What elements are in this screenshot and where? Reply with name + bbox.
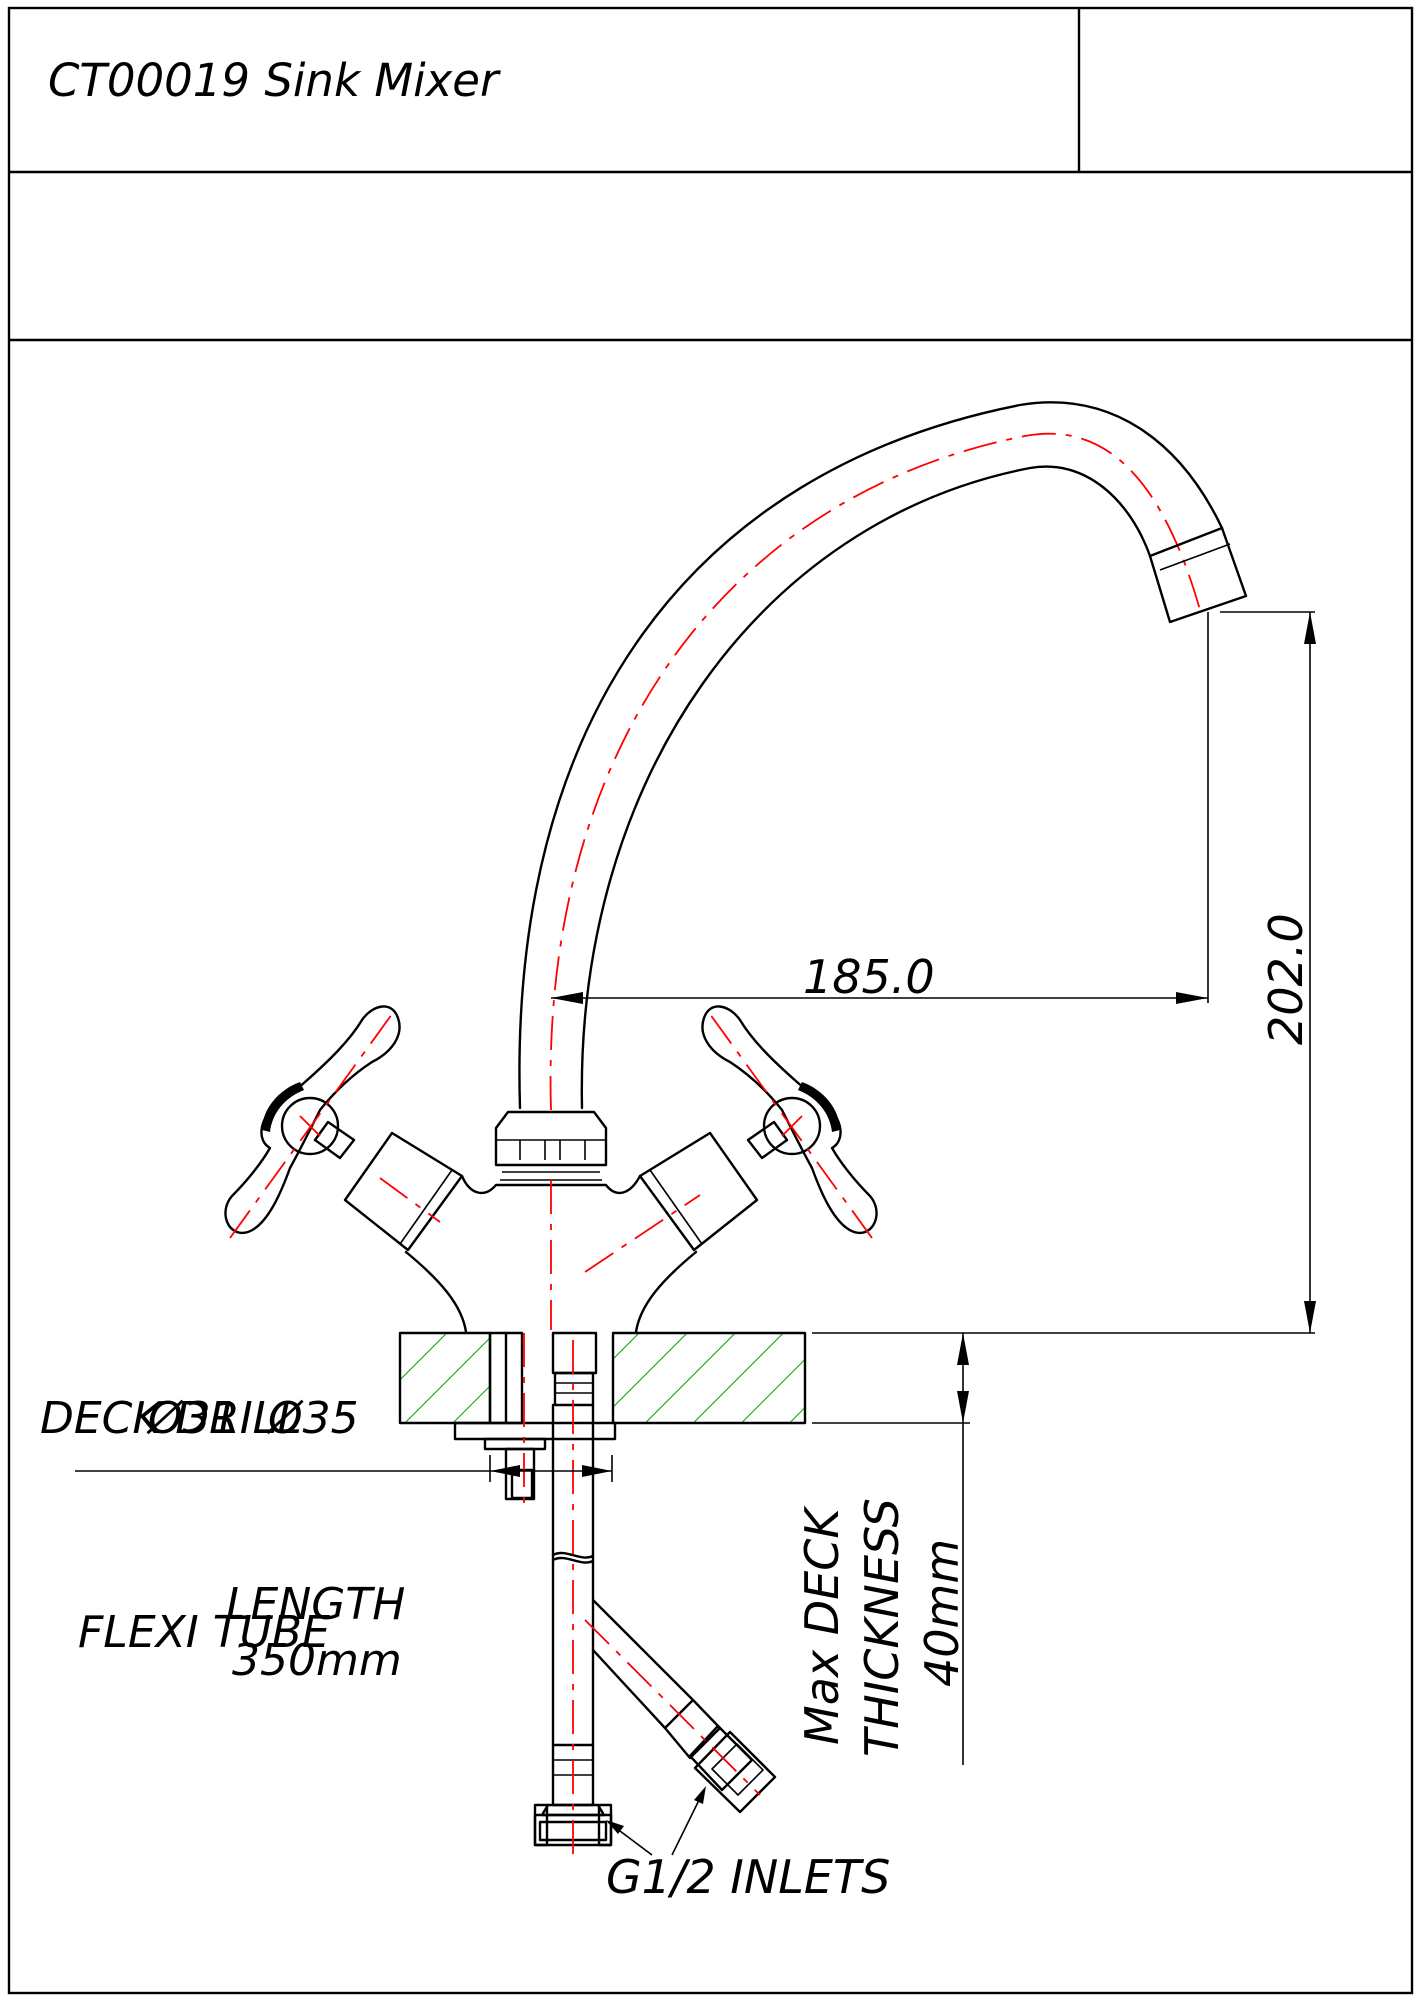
dimension-deck-thickness bbox=[812, 1333, 970, 1765]
length-note-line1: LENGTH bbox=[226, 1579, 405, 1630]
hole-diameter-value: Ø31 bbox=[146, 1393, 239, 1444]
flexi-tubes bbox=[533, 1331, 777, 1860]
length-note-line2: 350mm bbox=[232, 1635, 402, 1686]
title-block: CT00019 Sink Mixer bbox=[7, 6, 1414, 1995]
spout-reach-value: 185.0 bbox=[803, 950, 935, 1004]
inlets-note: G1/2 INLETS bbox=[606, 1850, 890, 1904]
right-cross-handle bbox=[638, 1005, 878, 1252]
dimension-spout-reach: 185.0 bbox=[551, 612, 1209, 1004]
spout bbox=[518, 401, 1248, 1111]
mixer-body bbox=[404, 1174, 701, 1334]
spout-collar bbox=[494, 1110, 608, 1181]
flexi-tube-note: FLEXI TUBE bbox=[78, 1607, 330, 1658]
deck-section bbox=[398, 1331, 807, 1425]
deck-thickness-line1: Max DECK bbox=[795, 1505, 849, 1745]
deck-thickness-line2: THICKNESS bbox=[855, 1498, 909, 1757]
left-cross-handle bbox=[224, 1005, 464, 1252]
dimension-spout-height: 202.0 bbox=[812, 611, 1316, 1334]
deck-drill-label: DECK DRILL bbox=[40, 1393, 302, 1444]
deck-drill-value: Ø35 bbox=[266, 1393, 359, 1444]
spout-height-value: 202.0 bbox=[1259, 913, 1313, 1045]
deck-thickness-line3: 40mm bbox=[915, 1539, 969, 1687]
drawing-title: CT00019 Sink Mixer bbox=[48, 54, 501, 107]
dimension-deck-drill bbox=[75, 1455, 613, 1482]
inlets-leaders bbox=[606, 1786, 706, 1856]
